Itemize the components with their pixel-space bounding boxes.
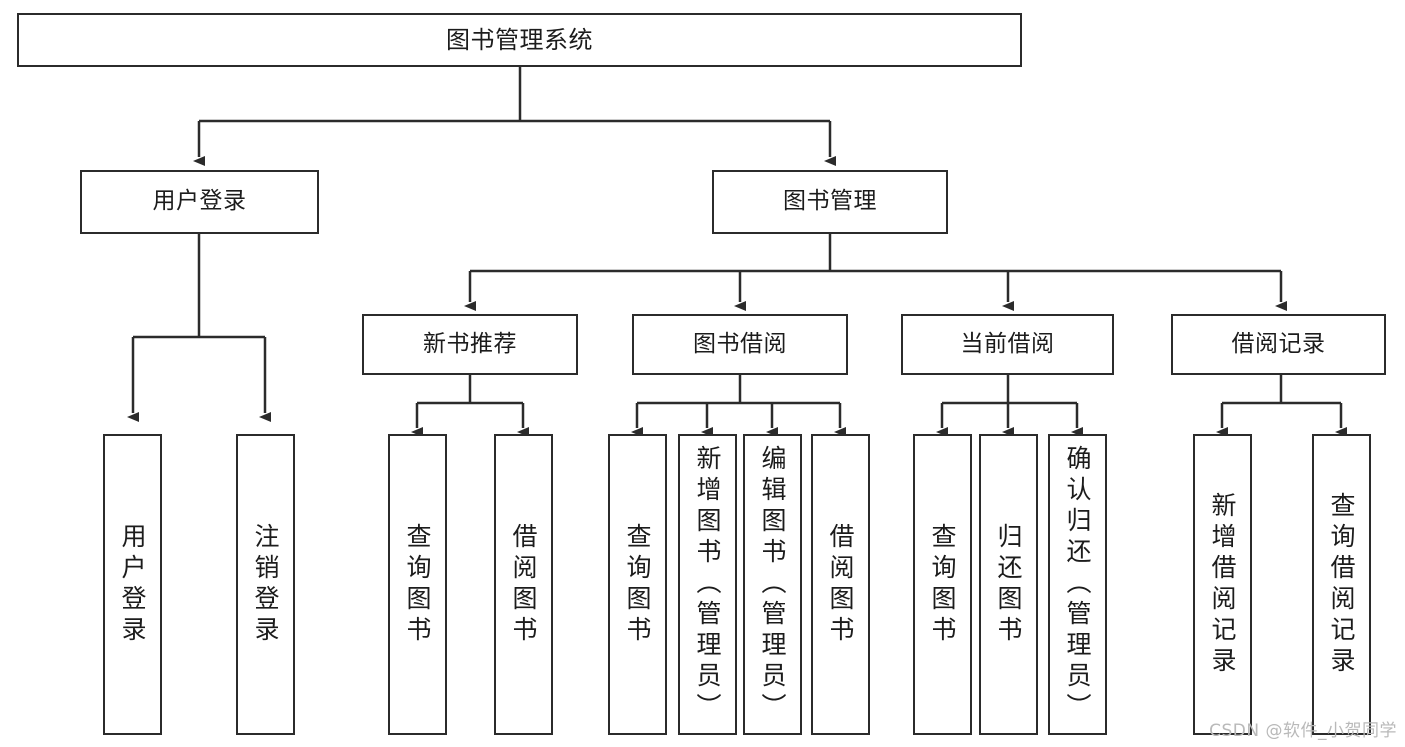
leaf-query-book-current[interactable]: 查询图书: [913, 434, 972, 735]
node-label: 图书借阅: [693, 330, 787, 357]
leaf-edit-book-admin[interactable]: 编辑图书（管理员）: [743, 434, 802, 735]
node-label: 用户登录: [152, 188, 247, 215]
node-new-book-recommendation[interactable]: 新书推荐: [362, 314, 578, 375]
node-label: 图书管理系统: [446, 25, 593, 54]
leaf-query-borrow-record[interactable]: 查询借阅记录: [1312, 434, 1371, 735]
node-book-borrowing[interactable]: 图书借阅: [632, 314, 848, 375]
node-borrowing-record[interactable]: 借阅记录: [1171, 314, 1386, 375]
node-label: 借阅图书: [509, 522, 538, 647]
node-label: 当前借阅: [960, 330, 1055, 357]
node-label: 借阅图书: [826, 522, 855, 647]
leaf-user-login[interactable]: 用户登录: [103, 434, 162, 735]
leaf-logout[interactable]: 注销登录: [236, 434, 295, 735]
node-label: 查询借阅记录: [1327, 491, 1356, 678]
node-label: 用户登录: [118, 522, 147, 647]
leaf-borrow-book-recommend[interactable]: 借阅图书: [494, 434, 553, 735]
leaf-add-borrow-record[interactable]: 新增借阅记录: [1193, 434, 1252, 735]
node-label: 图书管理: [783, 188, 877, 215]
node-label: 查询图书: [928, 522, 957, 647]
node-label: 确认归还（管理员）: [1063, 445, 1092, 724]
leaf-add-book-admin[interactable]: 新增图书（管理员）: [678, 434, 737, 735]
node-label: 归还图书: [994, 522, 1023, 647]
node-label: 新增图书（管理员）: [693, 445, 722, 724]
node-label: 查询图书: [403, 522, 432, 647]
node-label: 注销登录: [251, 522, 280, 647]
leaf-borrow-book[interactable]: 借阅图书: [811, 434, 870, 735]
node-current-borrowing[interactable]: 当前借阅: [901, 314, 1114, 375]
node-book-management[interactable]: 图书管理: [712, 170, 948, 234]
node-user-login[interactable]: 用户登录: [80, 170, 319, 234]
node-label: 查询图书: [623, 522, 652, 647]
leaf-query-book-recommend[interactable]: 查询图书: [388, 434, 447, 735]
node-label: 编辑图书（管理员）: [758, 445, 787, 724]
node-label: 新增借阅记录: [1208, 491, 1237, 678]
node-label: 借阅记录: [1231, 330, 1326, 357]
csdn-watermark: CSDN @软件_小贺同学: [1209, 721, 1397, 741]
node-label: 新书推荐: [423, 330, 517, 357]
leaf-return-book[interactable]: 归还图书: [979, 434, 1038, 735]
leaf-query-book-borrow[interactable]: 查询图书: [608, 434, 667, 735]
leaf-confirm-return-admin[interactable]: 确认归还（管理员）: [1048, 434, 1107, 735]
node-root-system[interactable]: 图书管理系统: [17, 13, 1022, 67]
